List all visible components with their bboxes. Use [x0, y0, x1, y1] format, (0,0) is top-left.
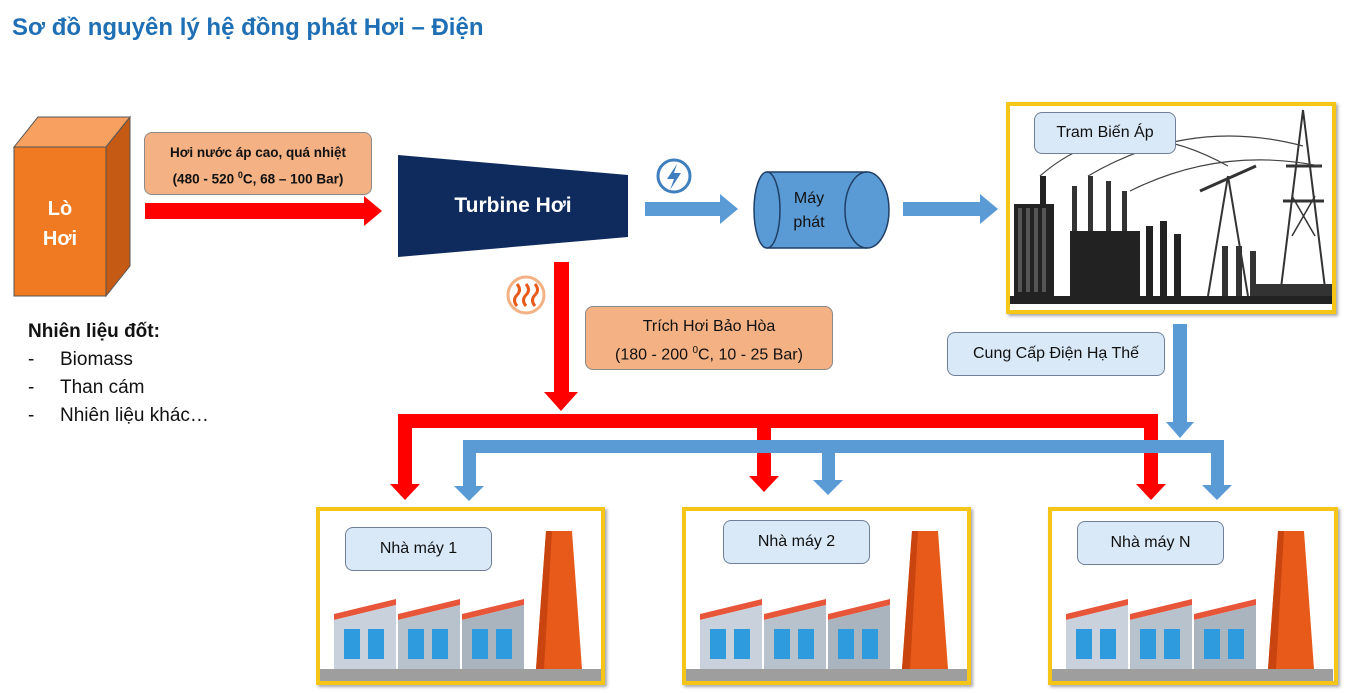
- fuel-item: -Than cám: [28, 377, 145, 398]
- power-drop-3: [1202, 453, 1232, 500]
- factory-frame-3: [1048, 507, 1338, 685]
- turbine-shape: [398, 155, 628, 257]
- extraction-line1: Trích Hơi Bảo Hòa: [642, 318, 776, 335]
- substation-label: Tram Biến Áp: [1034, 112, 1176, 154]
- lightning-icon: [656, 158, 692, 194]
- supply-callout: Cung Cấp Điện Hạ Thế: [947, 332, 1165, 376]
- extraction-line2: (180 - 200 0C, 10 - 25 Bar): [615, 345, 803, 364]
- boiler-label-line2: Hơi: [42, 228, 78, 250]
- extraction-callout: Trích Hơi Bảo Hòa (180 - 200 0C, 10 - 25…: [585, 306, 833, 370]
- fuel-list: Nhiên liệu đốt: -Biomass -Than cám -Nhiê…: [28, 318, 209, 430]
- power-drop-2: [813, 453, 843, 495]
- power-header: [463, 440, 1224, 453]
- power-drop-1: [454, 453, 484, 501]
- steam-input-callout: Hơi nước áp cao, quá nhiệt (480 - 520 0C…: [144, 132, 372, 195]
- factory-label-2: Nhà máy 2: [723, 520, 870, 564]
- heat-icon: [506, 275, 546, 315]
- boiler-label: Lò Hơi: [14, 194, 106, 254]
- steam-input-line1: Hơi nước áp cao, quá nhiệt: [170, 145, 346, 160]
- factory-frame-2: [682, 507, 971, 685]
- generator-label: Máy phát: [770, 187, 848, 235]
- factory-illustration: [1052, 531, 1333, 681]
- power-arrow-1: [645, 194, 738, 224]
- steam-arrow-main: [145, 196, 382, 226]
- factory-label-3: Nhà máy N: [1077, 521, 1224, 565]
- substation-frame: Tram Biến Áp: [1006, 102, 1336, 314]
- substation-illustration: [1010, 109, 1332, 304]
- steam-drop-1: [390, 428, 420, 500]
- generator-label-line2: phát: [793, 214, 825, 231]
- power-arrow-down: [1166, 324, 1194, 438]
- boiler-label-line1: Lò: [47, 198, 73, 220]
- factory-illustration: [686, 531, 967, 681]
- steam-arrow-down: [544, 262, 578, 411]
- fuel-item: -Nhiên liệu khác…: [28, 405, 209, 426]
- generator-label-line1: Máy: [793, 190, 825, 207]
- turbine-label: Turbine Hơi: [454, 194, 572, 217]
- diagram-title: Sơ đồ nguyên lý hệ đồng phát Hơi – Điện: [12, 14, 484, 41]
- factory-illustration: [320, 531, 601, 681]
- steam-drop-3: [1136, 428, 1166, 500]
- steam-drop-2: [749, 428, 779, 492]
- fuel-item: -Biomass: [28, 349, 133, 370]
- boiler-block: [12, 115, 132, 298]
- fuel-heading: Nhiên liệu đốt:: [28, 321, 160, 342]
- factory-label-1: Nhà máy 1: [345, 527, 492, 571]
- steam-header: [398, 414, 1158, 428]
- steam-input-line2: (480 - 520 0C, 68 – 100 Bar): [172, 170, 344, 187]
- generator-cylinder: [753, 171, 890, 249]
- power-arrow-2: [903, 194, 998, 224]
